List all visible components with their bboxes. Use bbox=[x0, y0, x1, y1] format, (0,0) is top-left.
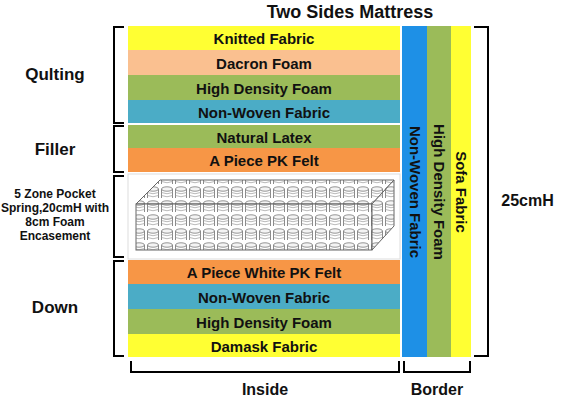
group-label: Down bbox=[0, 298, 110, 318]
group-label: Filler bbox=[0, 140, 110, 160]
dacron-foam-layer: Dacron Foam bbox=[128, 50, 400, 75]
layer-label: High Density Foam bbox=[432, 124, 447, 260]
border-foam-band: High Density Foam bbox=[427, 26, 451, 357]
quilting-bracket bbox=[114, 27, 124, 123]
layer-label: Damask Fabric bbox=[211, 338, 318, 353]
layer-label: Knitted Fabric bbox=[214, 31, 315, 46]
layer-label: A Piece PK Felt bbox=[209, 153, 318, 168]
pocket-spring-illustration bbox=[128, 174, 400, 259]
layer-label: High Density Foam bbox=[196, 314, 332, 329]
non-woven-fabric-layer: Non-Woven Fabric bbox=[128, 284, 400, 309]
layer-label: Non-Woven Fabric bbox=[198, 104, 330, 119]
border-non-woven-band: Non-Woven Fabric bbox=[402, 26, 427, 357]
white-pk-felt-layer: A Piece White PK Felt bbox=[128, 260, 400, 284]
damask-fabric-layer: Damask Fabric bbox=[128, 334, 400, 357]
section-label: Inside bbox=[130, 381, 400, 399]
sofa-fabric-band: Sofa Fabric bbox=[451, 26, 471, 357]
high-density-foam-layer: High Density Foam bbox=[128, 75, 400, 100]
border-bracket bbox=[404, 361, 470, 372]
non-woven-fabric-layer: Non-Woven Fabric bbox=[128, 100, 400, 123]
group-label: Qulting bbox=[0, 65, 110, 85]
layer-label: Non-Woven Fabric bbox=[407, 125, 422, 257]
dimension-label: 25cmH bbox=[490, 192, 565, 210]
spring-bracket bbox=[114, 176, 124, 257]
layer-label: Sofa Fabric bbox=[454, 151, 469, 233]
layer-label: High Density Foam bbox=[196, 80, 332, 95]
group-label: 5 Zone Pocket Spring,20cmH with 8cm Foam… bbox=[0, 188, 110, 243]
inside-bracket bbox=[131, 361, 399, 372]
layer-label: Non-Woven Fabric bbox=[198, 289, 330, 304]
height-bracket bbox=[474, 27, 488, 356]
diagram-title: Two Sides Mattress bbox=[230, 2, 470, 23]
layer-label: Natural Latex bbox=[216, 129, 311, 144]
natural-latex-layer: Natural Latex bbox=[128, 125, 400, 148]
layer-label: A Piece White PK Felt bbox=[187, 265, 341, 280]
pk-felt-layer: A Piece PK Felt bbox=[128, 148, 400, 172]
layer-label: Dacron Foam bbox=[216, 55, 312, 70]
filler-bracket bbox=[114, 126, 124, 172]
knitted-fabric-layer: Knitted Fabric bbox=[128, 26, 400, 50]
down-bracket bbox=[114, 261, 124, 356]
bracket-lines bbox=[114, 27, 488, 372]
section-label: Border bbox=[395, 381, 479, 399]
high-density-foam-layer: High Density Foam bbox=[128, 309, 400, 334]
